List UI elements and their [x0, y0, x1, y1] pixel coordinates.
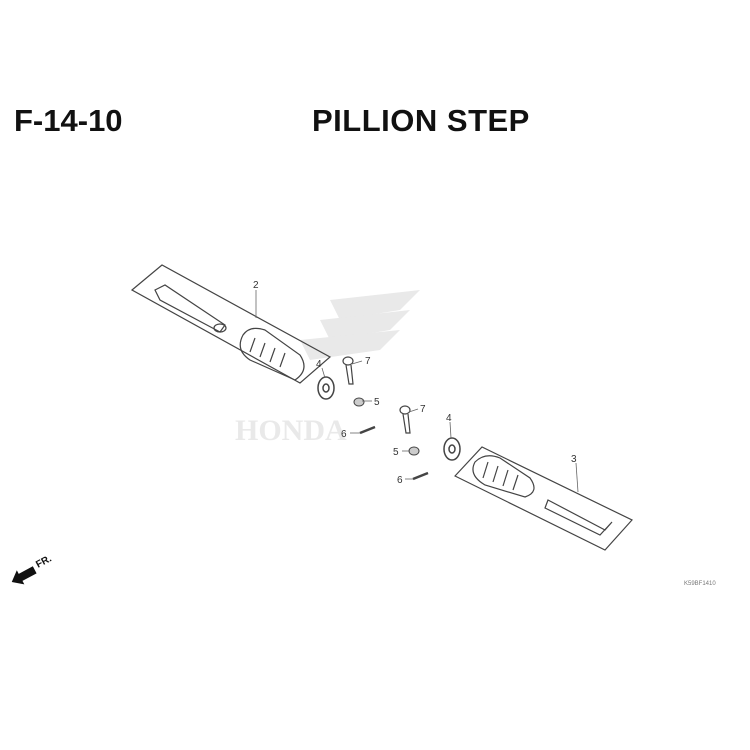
callout-5-left: 5	[374, 397, 380, 408]
diagram-title: PILLION STEP	[312, 103, 530, 138]
part-5-nut-left[interactable]	[353, 397, 365, 407]
part-7-bolt-right[interactable]	[399, 405, 411, 434]
honda-watermark: HONDA	[235, 290, 420, 447]
callout-5-right: 5	[393, 447, 399, 458]
part-6-pin-left[interactable]	[359, 425, 376, 435]
front-arrow-icon	[11, 566, 37, 585]
part-2-left-step[interactable]	[130, 264, 332, 384]
callout-4-left: 4	[316, 359, 322, 370]
callout-4-right: 4	[446, 413, 452, 424]
callout-6-left: 6	[341, 429, 347, 440]
callout-2: 2	[253, 280, 259, 291]
front-label: FR.	[34, 553, 54, 570]
diagram-code: F-14-10	[14, 103, 123, 138]
callout-3: 3	[571, 454, 577, 465]
part-4-washer-right[interactable]	[443, 437, 461, 461]
part-6-pin-right[interactable]	[412, 471, 429, 481]
callout-6-right: 6	[397, 475, 403, 486]
part-5-nut-right[interactable]	[408, 446, 420, 456]
watermark-text: HONDA	[235, 414, 347, 447]
callout-7-right: 7	[420, 404, 426, 415]
part-7-bolt-left[interactable]	[342, 356, 354, 385]
leader-lines	[255, 290, 579, 493]
callout-7-left: 7	[365, 356, 371, 367]
reference-code: K59BF1410	[684, 581, 716, 587]
part-4-washer-left[interactable]	[317, 376, 335, 400]
part-3-right-step[interactable]	[454, 446, 633, 551]
